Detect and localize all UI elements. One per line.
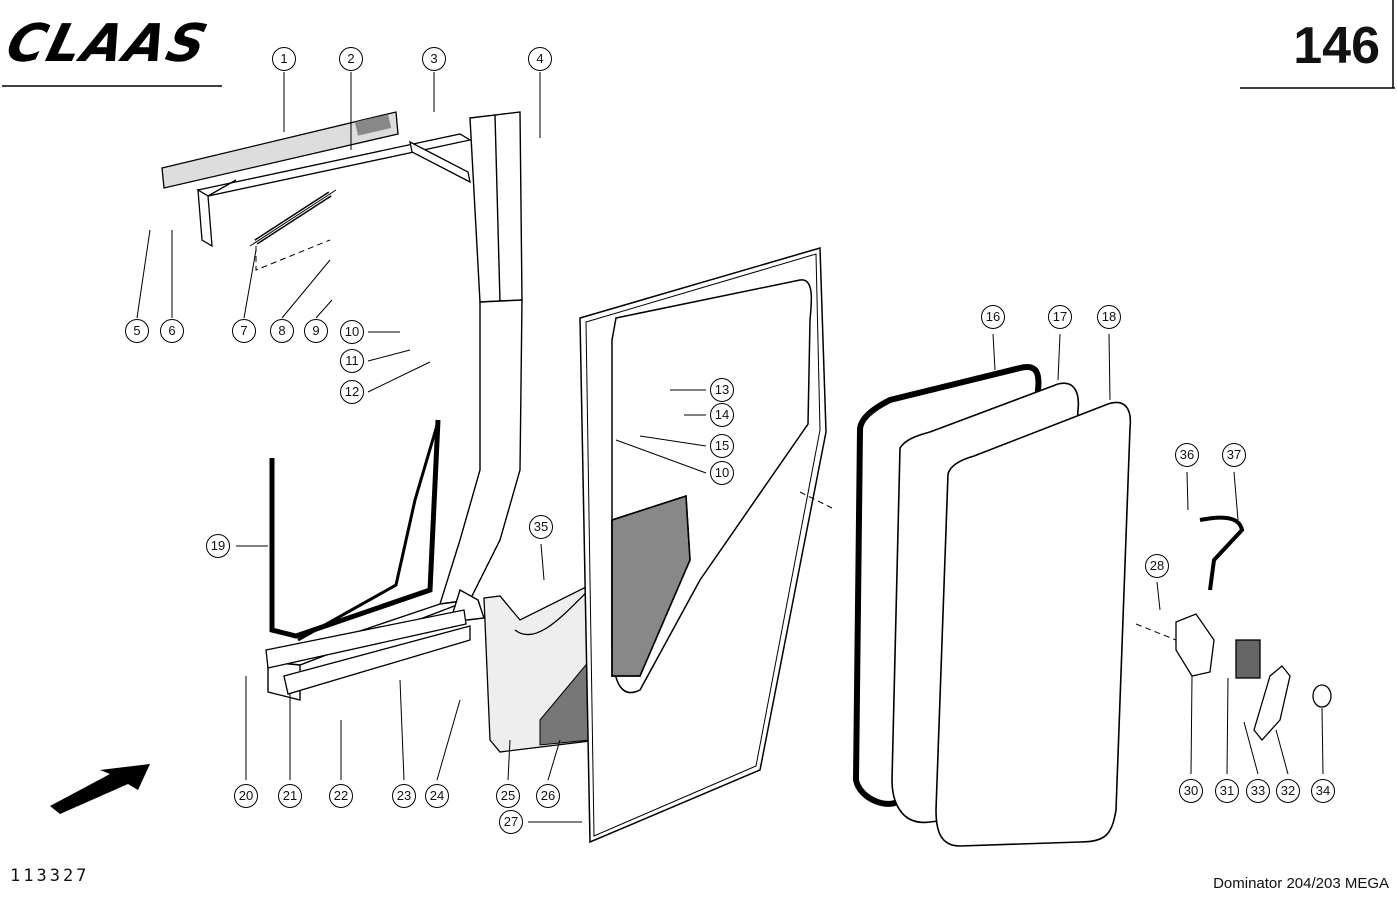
callout-33: 33: [1246, 779, 1270, 803]
callout-3: 3: [422, 47, 446, 71]
machine-model: Dominator 204/203 MEGA: [1213, 875, 1389, 892]
callout-8: 8: [270, 319, 294, 343]
callout-1: 1: [272, 47, 296, 71]
callout-23: 23: [392, 784, 416, 808]
callout-12: 12: [340, 380, 364, 404]
drawing-number: 113327: [10, 866, 90, 886]
callout-10: 10: [340, 320, 364, 344]
door-lock-assembly: [1175, 515, 1332, 742]
direction-arrow-icon: [50, 764, 150, 814]
callout-16: 16: [981, 305, 1005, 329]
callout-14: 14: [710, 403, 734, 427]
callout-2: 2: [339, 47, 363, 71]
page-number: 146: [1293, 17, 1380, 75]
callout-21: 21: [278, 784, 302, 808]
callout-36: 36: [1175, 443, 1199, 467]
door-panel: [579, 247, 827, 844]
gas-strut: [249, 189, 337, 271]
callout-5: 5: [125, 319, 149, 343]
callout-34: 34: [1311, 779, 1335, 803]
callout-17: 17: [1048, 305, 1072, 329]
window-gasket: [852, 364, 1042, 807]
callout-27: 27: [499, 810, 523, 834]
callout-35: 35: [529, 515, 553, 539]
callout-37: 37: [1222, 443, 1246, 467]
callout-4: 4: [528, 47, 552, 71]
callout-26: 26: [536, 784, 560, 808]
callout-30: 30: [1179, 779, 1203, 803]
callout-6: 6: [160, 319, 184, 343]
lower-sill: [265, 609, 471, 695]
kick-plate: [483, 578, 601, 753]
callout-7: 7: [232, 319, 256, 343]
callout-20: 20: [234, 784, 258, 808]
callout-9: 9: [304, 319, 328, 343]
door-frame-pillar: [267, 111, 523, 701]
callout-25: 25: [496, 784, 520, 808]
callout-11: 11: [340, 349, 364, 373]
callout-15: 15: [710, 434, 734, 458]
leader-lines: [136, 72, 1324, 823]
callout-28: 28: [1145, 554, 1169, 578]
callout-32: 32: [1276, 779, 1300, 803]
callout-18: 18: [1097, 305, 1121, 329]
top-cover-plate: [161, 111, 399, 189]
callout-10: 10: [710, 461, 734, 485]
callout-24: 24: [425, 784, 449, 808]
callout-19: 19: [206, 534, 230, 558]
callout-31: 31: [1215, 779, 1239, 803]
upper-bracket: [196, 133, 472, 248]
window-glass-inner: [935, 401, 1132, 847]
door-seal-strip: [269, 419, 441, 639]
callout-22: 22: [329, 784, 353, 808]
callout-13: 13: [710, 378, 734, 402]
